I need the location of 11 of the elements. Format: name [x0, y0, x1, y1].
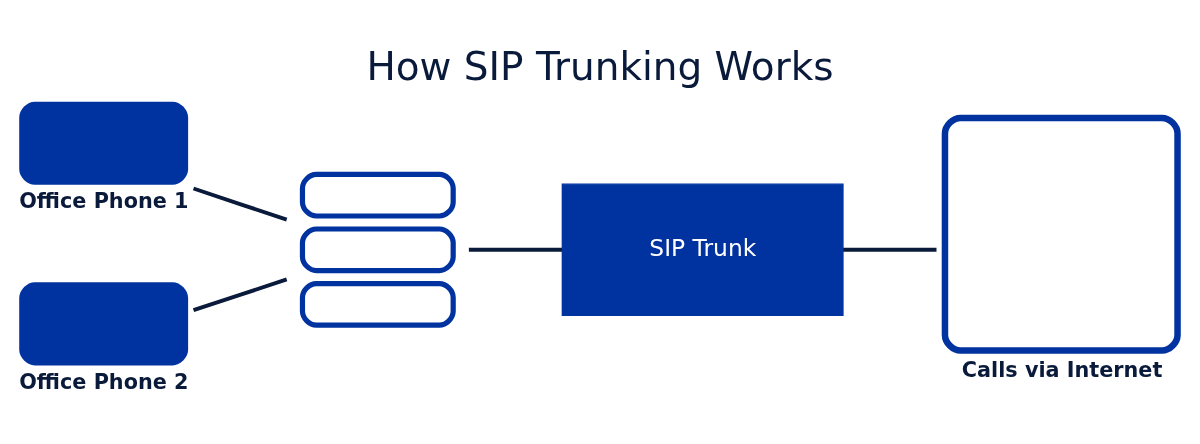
- connector: [468, 247, 562, 252]
- node-label: Office Phone 2: [19, 369, 189, 394]
- diagram-title: How SIP Trunking Works: [366, 43, 834, 89]
- node-label: Calls via Internet: [961, 357, 1163, 382]
- connector: [843, 247, 937, 252]
- node-box: [19, 281, 189, 365]
- connector: [192, 186, 288, 222]
- connector: [192, 277, 288, 312]
- node-box: SIP Trunk: [561, 183, 844, 316]
- node-box: [19, 101, 189, 185]
- node-label: Office Phone 1: [19, 188, 189, 213]
